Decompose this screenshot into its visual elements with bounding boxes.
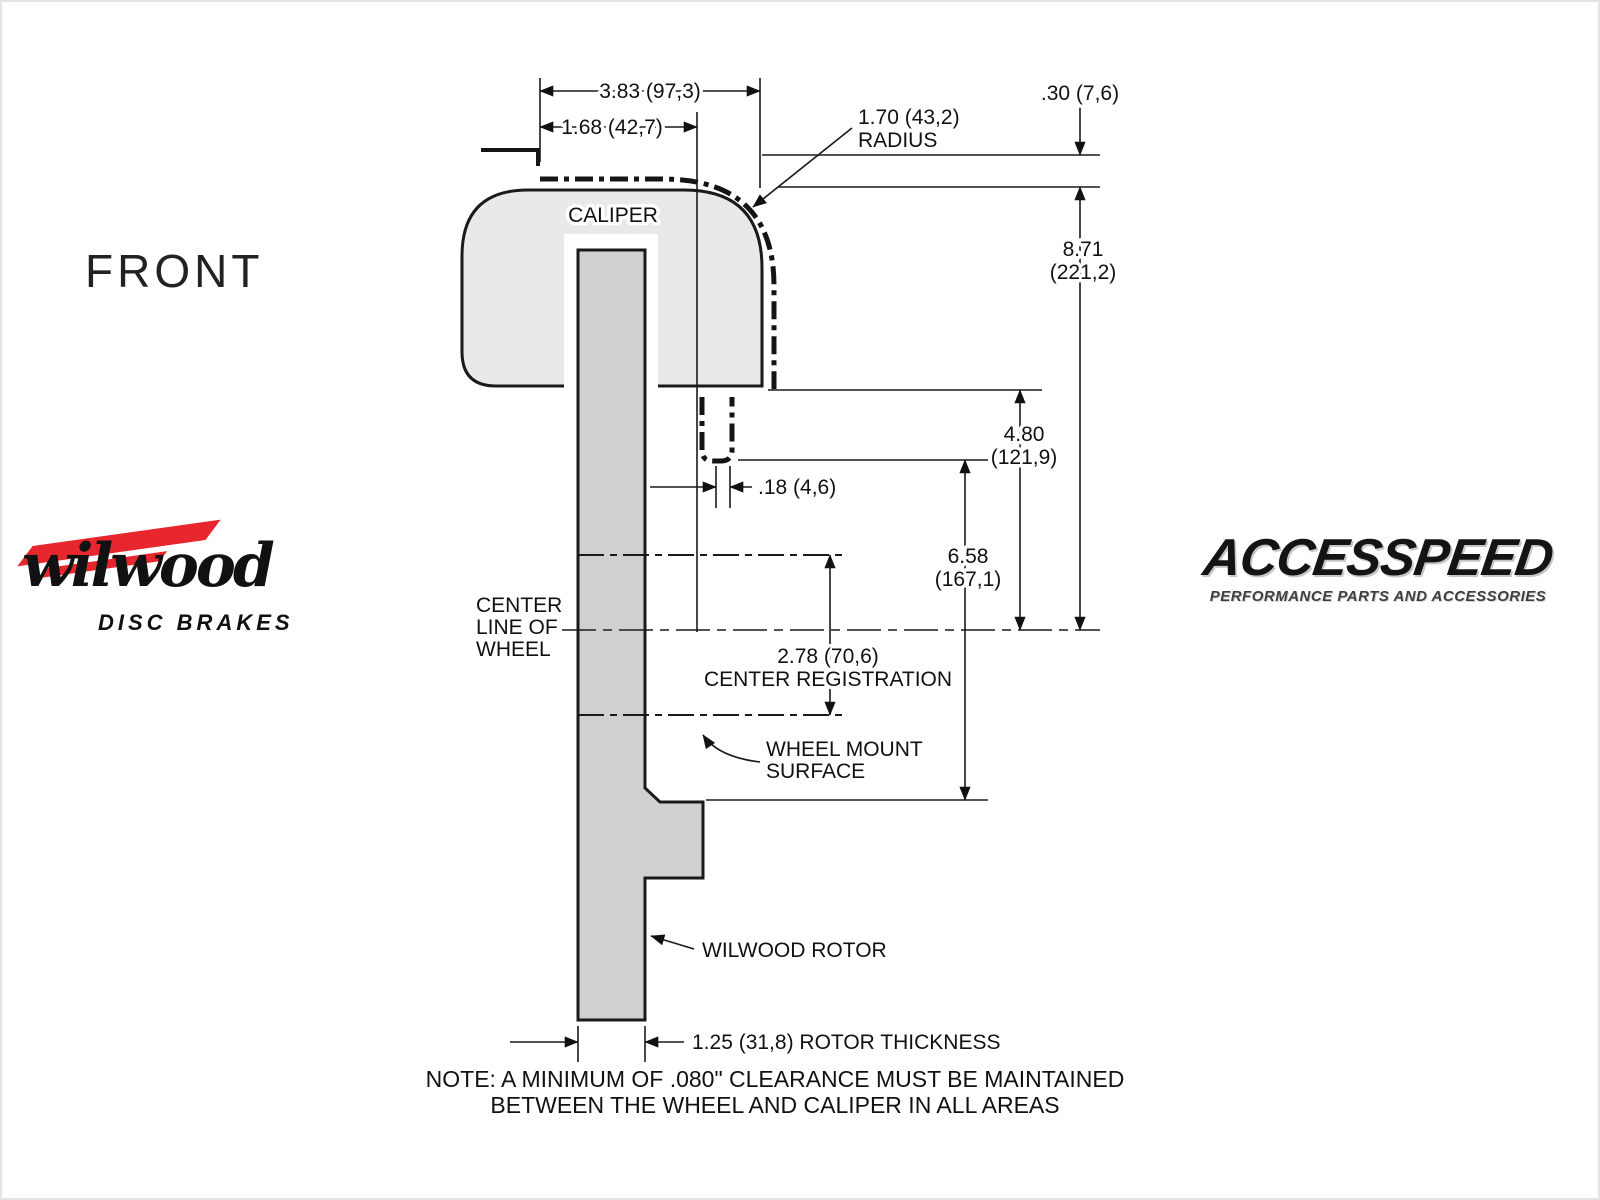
dim-text-caliper-to-centerline-2: (121,9) xyxy=(991,446,1058,469)
wheel-mount-label-2: SURFACE xyxy=(766,760,865,783)
dim-text-radius-value: 1.70 (43,2) xyxy=(858,106,960,129)
centerline-label-3: WHEEL xyxy=(476,638,551,661)
dim-text-center-registration-value: 2.78 (70,6) xyxy=(777,645,879,668)
dim-text-pad-clearance: .18 (4,6) xyxy=(758,476,836,499)
dim-text-mount-to-clearance-2: (167,1) xyxy=(935,568,1002,591)
rotor-leader xyxy=(650,934,695,950)
wilwood-logo: wilwood DISC BRAKES xyxy=(17,519,328,650)
dim-text-overall-height-2: (221,2) xyxy=(1050,261,1117,284)
wheel-mount-label-1: WHEEL MOUNT xyxy=(766,738,923,761)
view-label: FRONT xyxy=(85,245,263,297)
dimension-lines xyxy=(510,85,1086,1048)
radius-leader xyxy=(752,127,853,208)
dim-text-top-clearance: .30 (7,6) xyxy=(1041,82,1119,105)
accesspeed-tagline: PERFORMANCE PARTS AND ACCESSORIES xyxy=(1209,588,1547,605)
rotor-shape xyxy=(576,248,705,1022)
dim-text-caliper-inner-width: 1.68 (42,7) xyxy=(561,116,663,139)
note-line-1: NOTE: A MINIMUM OF .080" CLEARANCE MUST … xyxy=(426,1066,1125,1092)
accesspeed-logo: ACCESSPEED PERFORMANCE PARTS AND ACCESSO… xyxy=(1192,529,1564,605)
centerline-label-1: CENTER xyxy=(476,594,562,617)
dim-text-caliper-width: 3.83 (97,3) xyxy=(599,80,701,103)
wilwood-tagline: DISC BRAKES xyxy=(98,610,294,635)
centerline-label-2: LINE OF xyxy=(476,616,558,639)
wheel-mount-leader xyxy=(702,734,761,763)
dim-text-mount-to-clearance-1: 6.58 xyxy=(948,545,989,568)
dim-text-overall-height-1: 8.71 xyxy=(1063,238,1104,261)
rotor-label: WILWOOD ROTOR xyxy=(702,939,887,962)
accesspeed-wordmark: ACCESSPEED xyxy=(1199,529,1557,587)
dim-text-caliper-to-centerline-1: 4.80 xyxy=(1004,423,1045,446)
wilwood-wordmark: wilwood xyxy=(22,531,275,601)
caliper-label: CALIPER xyxy=(568,204,658,227)
dim-text-radius-word: RADIUS xyxy=(858,129,937,152)
dim-text-rotor-thickness: 1.25 (31,8) ROTOR THICKNESS xyxy=(692,1031,1001,1054)
dim-text-center-registration-word: CENTER REGISTRATION xyxy=(704,668,952,691)
clearance-phantom-outline xyxy=(481,148,777,464)
note-line-2: BETWEEN THE WHEEL AND CALIPER IN ALL ARE… xyxy=(490,1092,1059,1118)
